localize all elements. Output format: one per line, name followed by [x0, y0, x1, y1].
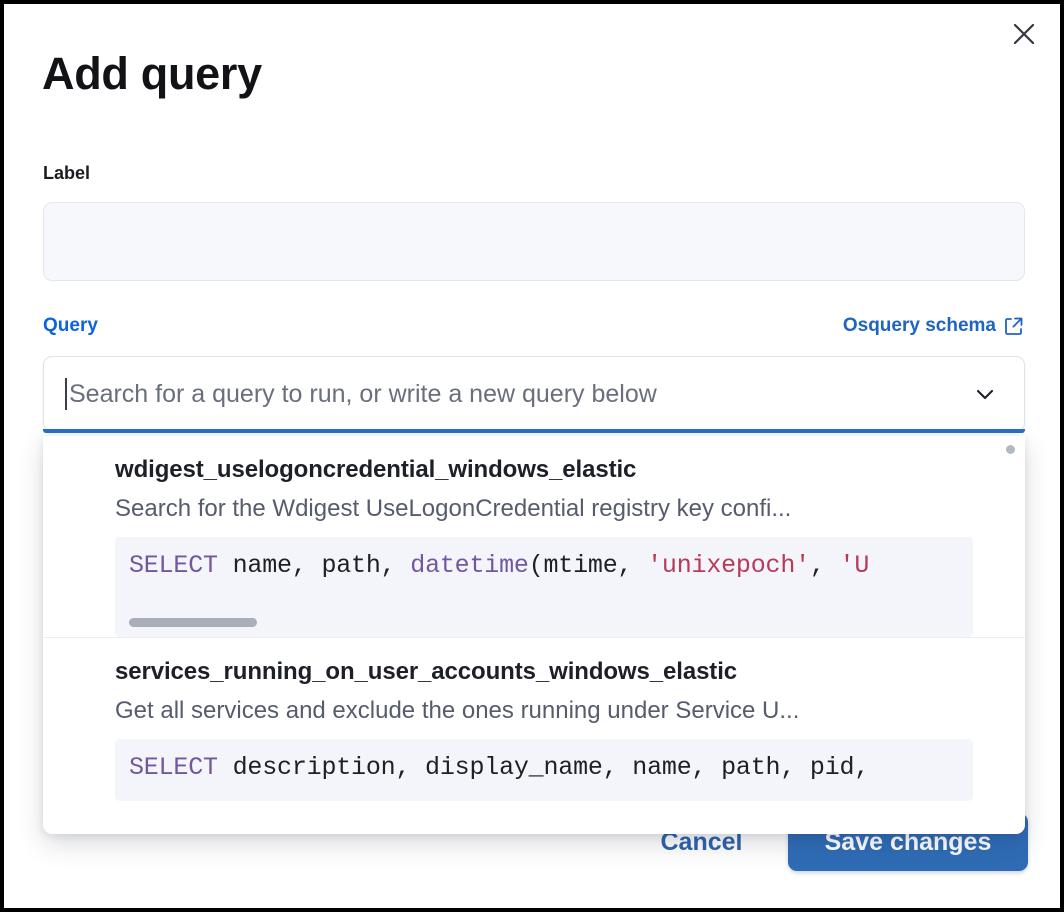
combobox-focus-underline	[43, 429, 1025, 433]
add-query-modal: Add query Label Query Osquery schema Sea…	[4, 4, 1060, 908]
dropdown-option-description: Get all services and exclude the ones ru…	[115, 697, 800, 724]
query-combobox[interactable]: Search for a query to run, or write a ne…	[43, 356, 1025, 433]
sql-horizontal-scrollbar[interactable]	[129, 618, 257, 627]
text-cursor	[65, 378, 67, 410]
query-options-dropdown: wdigest_uselogoncredential_windows_elast…	[43, 436, 1025, 834]
dropdown-option-sql-preview[interactable]: SELECT description, display_name, name, …	[115, 739, 973, 801]
dropdown-option-title: wdigest_uselogoncredential_windows_elast…	[115, 456, 637, 483]
dropdown-scrollbar[interactable]	[1006, 445, 1015, 454]
osquery-schema-link[interactable]: Osquery schema	[843, 315, 1024, 337]
label-field-label: Label	[43, 163, 91, 183]
close-icon	[1011, 21, 1037, 47]
label-input[interactable]	[43, 202, 1025, 281]
dropdown-option-description: Search for the Wdigest UseLogonCredentia…	[115, 495, 792, 522]
sql-code: SELECT description, display_name, name, …	[129, 753, 870, 782]
query-search-input[interactable]: Search for a query to run, or write a ne…	[69, 379, 657, 408]
dropdown-option[interactable]: wdigest_uselogoncredential_windows_elast…	[43, 436, 1025, 637]
dropdown-option-sql-preview[interactable]: SELECT name, path, datetime(mtime, 'unix…	[115, 537, 973, 637]
osquery-schema-link-label: Osquery schema	[842, 315, 996, 336]
sql-code: SELECT name, path, datetime(mtime, 'unix…	[129, 551, 870, 580]
dropdown-option-title: services_running_on_user_accounts_window…	[115, 658, 738, 685]
combobox-toggle-button[interactable]	[963, 356, 1007, 432]
query-section-legend[interactable]: Query	[43, 315, 98, 336]
page-title: Add query	[42, 48, 262, 99]
dropdown-option[interactable]: services_running_on_user_accounts_window…	[43, 637, 1025, 801]
chevron-down-icon	[971, 380, 999, 408]
external-link-icon	[1004, 316, 1024, 336]
dropdown-list: wdigest_uselogoncredential_windows_elast…	[43, 436, 1025, 801]
query-combobox-box	[43, 356, 1025, 432]
close-button[interactable]	[1004, 14, 1044, 54]
